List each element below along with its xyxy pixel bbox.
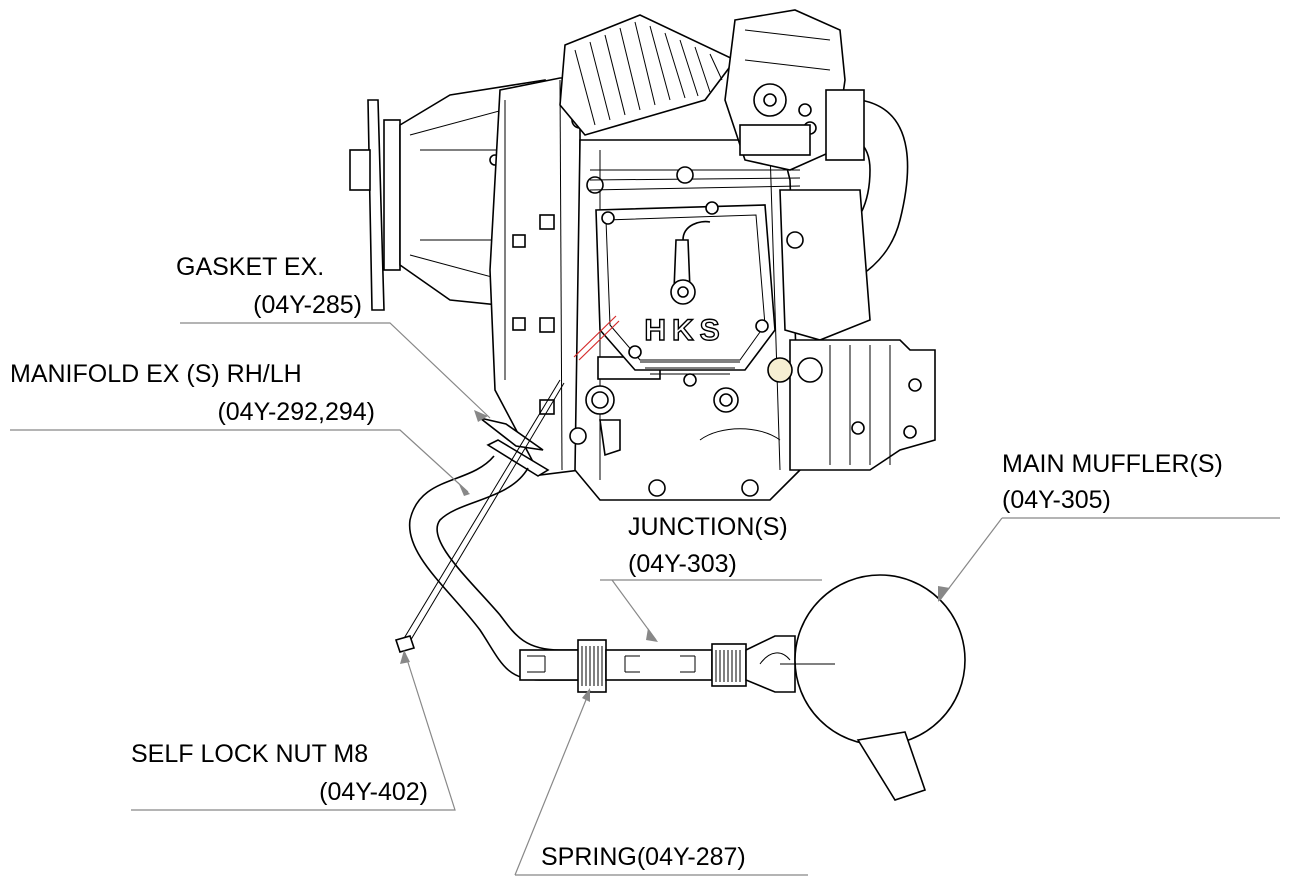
spring-coils [581,646,791,686]
junction-part [519,635,796,693]
label-muffler-name: MAIN MUFFLER(S) [1002,450,1223,478]
label-junction-part: (04Y-303) [628,550,737,578]
reference-marker [573,315,620,361]
label-spring-name: SPRING(04Y-287) [541,843,746,871]
starter-unit [767,339,936,471]
manifold-part [399,379,580,681]
leader-lines [10,322,1280,876]
label-gasket-part: (04Y-285) [253,291,362,319]
label-nut: SELF LOCK NUT M8 (04Y-402) [131,740,428,806]
label-muffler: MAIN MUFFLER(S) (04Y-305) [1002,450,1223,514]
label-junction: JUNCTION(S) (04Y-303) [628,513,788,578]
carburetor [724,9,846,171]
label-muffler-part: (04Y-305) [1002,486,1111,514]
hks-logo: HKS [644,314,725,347]
engine-drawing: HKS [349,9,936,501]
gasket-part [479,417,544,451]
label-nut-part: (04Y-402) [319,778,428,806]
label-junction-name: JUNCTION(S) [628,513,788,541]
label-nut-name: SELF LOCK NUT M8 [131,740,368,768]
gearbox-housing [489,77,581,476]
label-manifold-name: MANIFOLD EX (S) RH/LH [10,360,302,388]
label-manifold: MANIFOLD EX (S) RH/LH (04Y-292,294) [10,360,375,426]
label-gasket-name: GASKET EX. [176,253,324,281]
cylinder-right [779,189,871,341]
label-gasket: GASKET EX. (04Y-285) [176,253,362,319]
label-spring: SPRING(04Y-287) [541,843,746,871]
main-muffler-part [780,574,966,801]
air-filter [559,14,737,136]
cylinder-head: HKS [589,166,801,387]
self-lock-nut-part [394,635,416,653]
label-manifold-part: (04Y-292,294) [217,398,375,426]
